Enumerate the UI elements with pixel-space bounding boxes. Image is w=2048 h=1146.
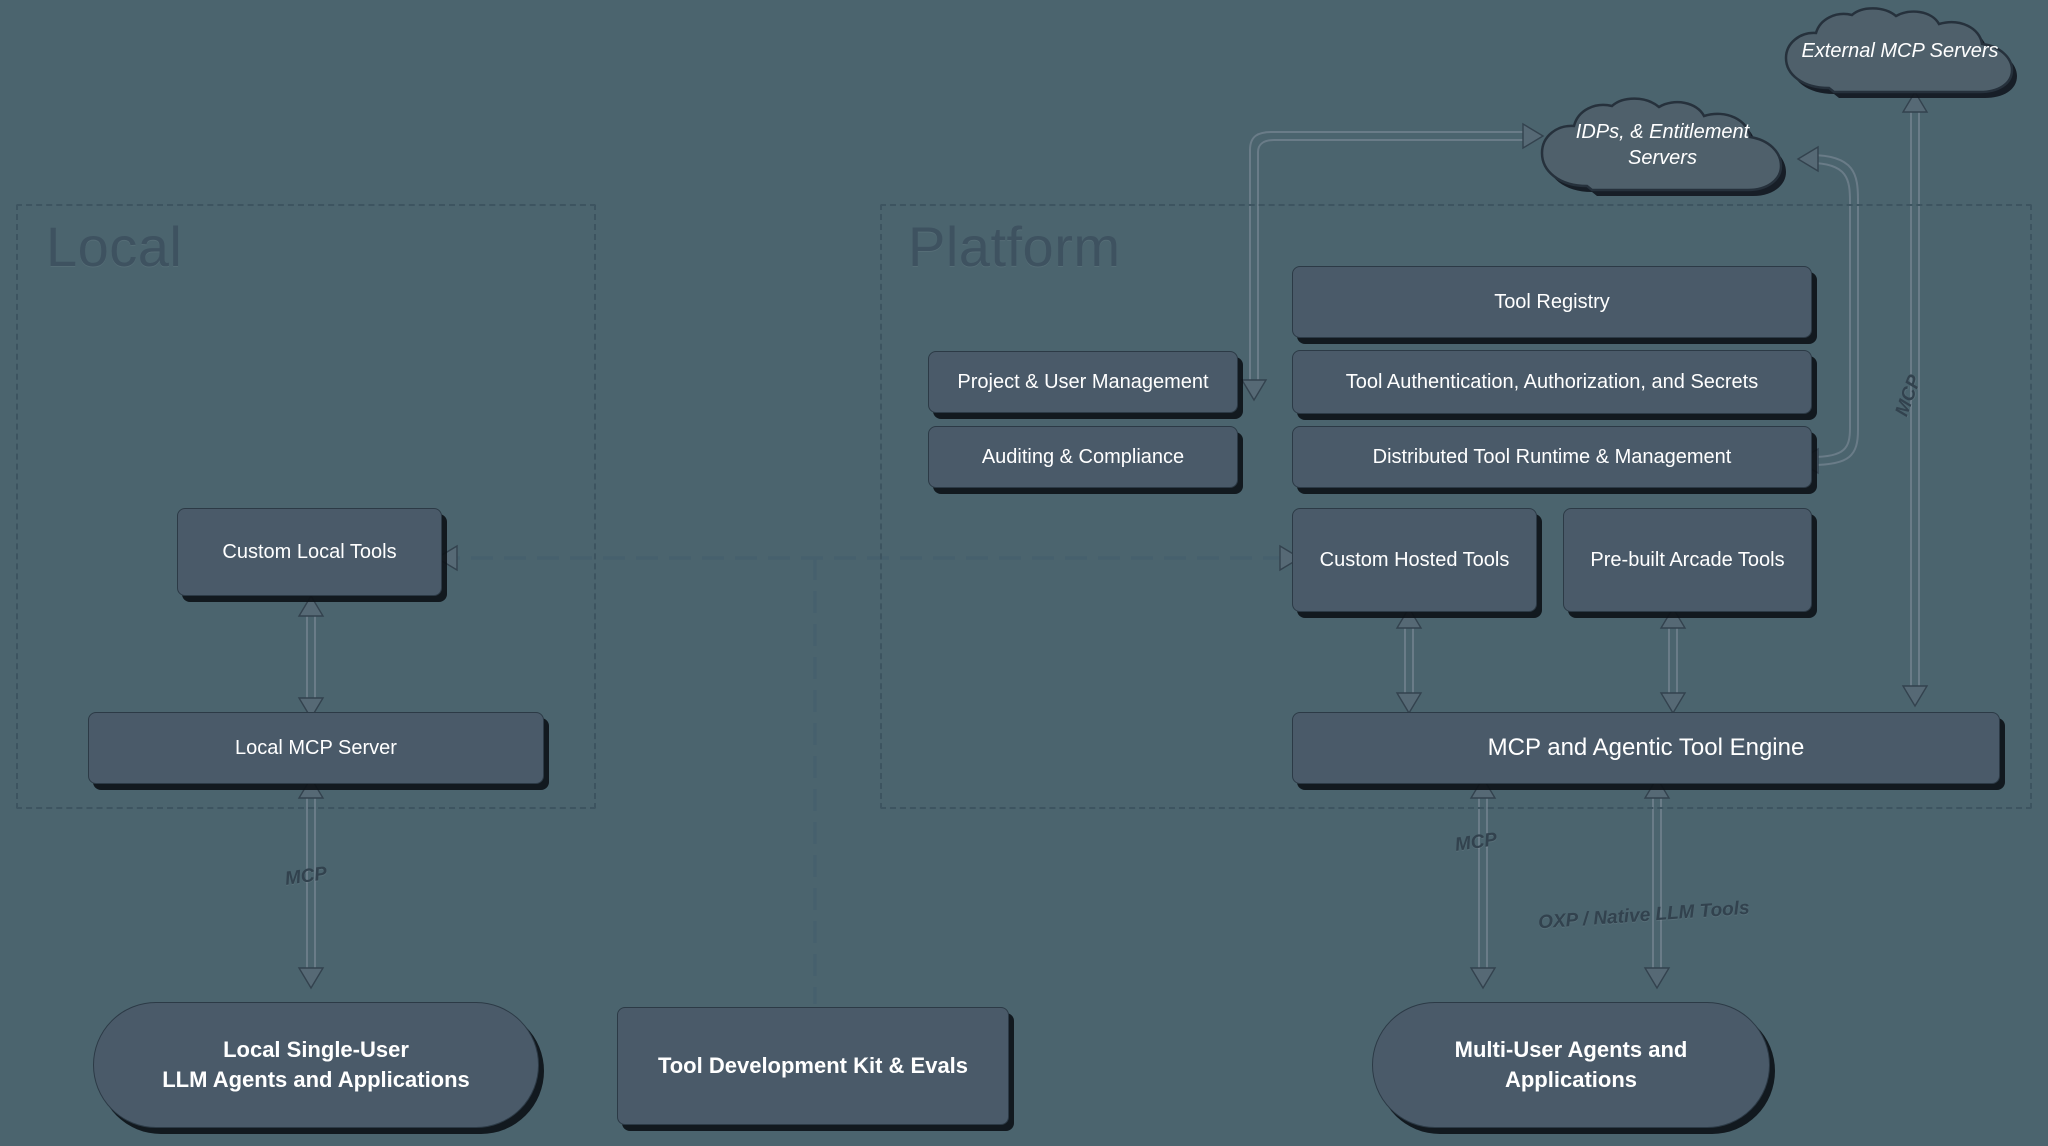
box-multi-user-agents[interactable]: Multi-User Agents and Applications [1372, 1002, 1770, 1128]
local-agents-line1: Local Single-User [223, 1037, 409, 1063]
cloud-external-label: External MCP Servers [1801, 40, 1999, 62]
arrow-engine-to-multiuser-oxp [1643, 776, 1671, 990]
box-distributed-runtime[interactable]: Distributed Tool Runtime & Management [1292, 426, 1812, 488]
cloud-idps-line2: Servers [1628, 147, 1697, 169]
box-mcp-agentic-tool-engine[interactable]: MCP and Agentic Tool Engine [1292, 712, 2000, 784]
box-tool-authentication[interactable]: Tool Authentication, Authorization, and … [1292, 350, 1812, 414]
multi-agents-line2: Applications [1504, 1067, 1637, 1092]
cloud-external-mcp-servers[interactable]: External MCP Servers [1770, 5, 2030, 101]
box-local-mcp-server[interactable]: Local MCP Server [88, 712, 544, 784]
edge-label-oxp-native-llm-tools: OXP / Native LLM Tools [1537, 897, 1751, 934]
box-custom-local-tools[interactable]: Custom Local Tools [177, 508, 442, 596]
box-tool-development-kit[interactable]: Tool Development Kit & Evals [617, 1007, 1009, 1125]
box-tool-registry[interactable]: Tool Registry [1292, 266, 1812, 338]
cloud-idps-label: IDPs, & Entitlement Servers [1558, 119, 1767, 171]
arrow-engine-to-multiuser-mcp [1469, 776, 1497, 990]
box-custom-hosted-tools[interactable]: Custom Hosted Tools [1292, 508, 1537, 612]
box-local-agents[interactable]: Local Single-User LLM Agents and Applica… [93, 1002, 539, 1128]
box-auditing-compliance[interactable]: Auditing & Compliance [928, 426, 1238, 488]
multi-agents-line1: Multi-User Agents and [1454, 1037, 1688, 1063]
cloud-idps-entitlement-servers[interactable]: IDPs, & Entitlement Servers [1525, 95, 1800, 201]
zone-platform-title: Platform [908, 215, 1121, 278]
edge-label-mcp-platform: MCP [1453, 829, 1499, 856]
zone-local [16, 204, 596, 809]
zone-platform [880, 204, 2032, 809]
local-agents-line2: LLM Agents and Applications [162, 1067, 470, 1092]
cloud-shape-idps [1540, 97, 1786, 196]
edge-label-mcp-local: MCP [283, 863, 329, 890]
cloud-idps-line1: IDPs, & Entitlement [1575, 121, 1750, 143]
cloud-shape-external [1784, 7, 2017, 98]
box-project-user-management[interactable]: Project & User Management [928, 351, 1238, 413]
box-prebuilt-arcade-tools[interactable]: Pre-built Arcade Tools [1563, 508, 1812, 612]
zone-local-title: Local [46, 215, 183, 278]
